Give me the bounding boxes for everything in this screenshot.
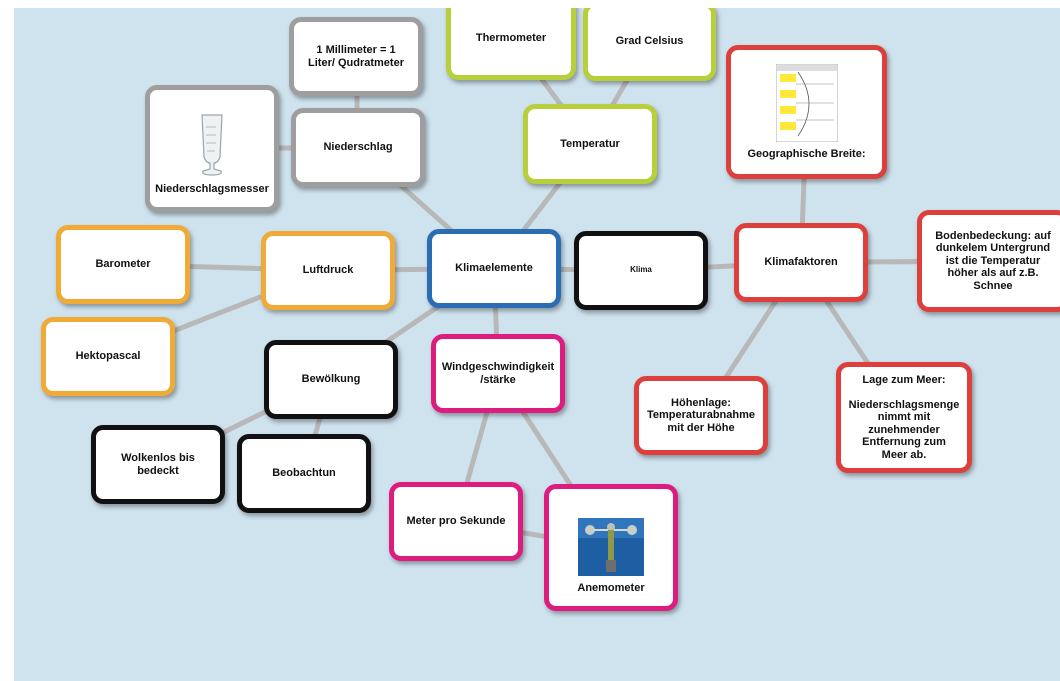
node-barometer[interactable]: Barometer: [56, 225, 190, 304]
node-niederschlag[interactable]: Niederschlag: [291, 108, 425, 187]
node-label: Niederschlag: [323, 141, 393, 154]
node-anemometer[interactable]: Anemometer: [544, 484, 678, 611]
node-meter-pro-sekunde[interactable]: Meter pro Sekunde: [389, 482, 523, 561]
node-klimaelemente[interactable]: Klimaelemente: [427, 229, 561, 308]
node-geographische-breite[interactable]: Geographische Breite:: [726, 45, 887, 179]
node-label: Geographische Breite:: [747, 147, 866, 160]
node-label: Meter pro Sekunde: [406, 515, 506, 528]
node-thermometer[interactable]: Thermometer: [446, 8, 576, 80]
node-label: Klimafaktoren: [764, 256, 838, 269]
node-label: Lage zum Meer: Niederschlagsmenge nimmt …: [848, 373, 960, 461]
node-grad-celsius[interactable]: Grad Celsius: [583, 8, 716, 81]
node-windgeschwindigkeit[interactable]: Windgeschwindigkeit /stärke: [431, 334, 565, 413]
node-label: Wolkenlos bis bedeckt: [121, 452, 195, 477]
latitude-chart-image: [775, 63, 838, 142]
node-label: Höhenlage: Temperaturabnahme mit der Höh…: [647, 396, 755, 434]
node-label: Bodenbedeckung: auf dunkelem Untergrund …: [935, 229, 1051, 292]
node-niederschlagsmesser[interactable]: Niederschlagsmesser: [145, 85, 279, 212]
node-bodenbedeckung[interactable]: Bodenbedeckung: auf dunkelem Untergrund …: [917, 210, 1060, 312]
node-label: Klima: [630, 265, 652, 275]
node-label: Hektopascal: [75, 350, 141, 363]
node-label: Klimaelemente: [455, 262, 533, 275]
node-label: Temperatur: [560, 137, 620, 150]
node-klimafaktoren[interactable]: Klimafaktoren: [734, 223, 868, 302]
node-label: Grad Celsius: [615, 35, 684, 48]
node-label: Niederschlagsmesser: [155, 182, 269, 195]
node-label: 1 Millimeter = 1 Liter/ Qudratmeter: [308, 44, 404, 69]
node-lage-zum-meer[interactable]: Lage zum Meer: Niederschlagsmenge nimmt …: [836, 362, 972, 473]
node-label: Luftdruck: [302, 264, 354, 277]
node-bewoelkung[interactable]: Bewölkung: [264, 340, 398, 419]
node-label: Barometer: [95, 258, 151, 271]
rain-gauge-image: [201, 113, 223, 176]
mindmap-canvas: Thermometer Grad Celsius Temperatur 1 Mi…: [14, 8, 1060, 681]
node-label: Anemometer: [577, 581, 645, 594]
node-label: Thermometer: [475, 31, 547, 44]
anemometer-image: [578, 517, 644, 576]
node-temperatur[interactable]: Temperatur: [523, 104, 657, 184]
node-label: Beobachtun: [272, 467, 336, 480]
node-beobachtun[interactable]: Beobachtun: [237, 434, 371, 513]
node-label: Windgeschwindigkeit /stärke: [441, 361, 555, 386]
node-label: Bewölkung: [301, 373, 361, 386]
node-hektopascal[interactable]: Hektopascal: [41, 317, 175, 396]
node-wolkenlos-bis-bedeckt[interactable]: Wolkenlos bis bedeckt: [91, 425, 225, 504]
node-klima[interactable]: Klima: [574, 231, 708, 310]
node-hoehenlage[interactable]: Höhenlage: Temperaturabnahme mit der Höh…: [634, 376, 768, 455]
node-luftdruck[interactable]: Luftdruck: [261, 231, 395, 310]
node-liter-pro-quadratmeter[interactable]: 1 Millimeter = 1 Liter/ Qudratmeter: [289, 17, 423, 96]
